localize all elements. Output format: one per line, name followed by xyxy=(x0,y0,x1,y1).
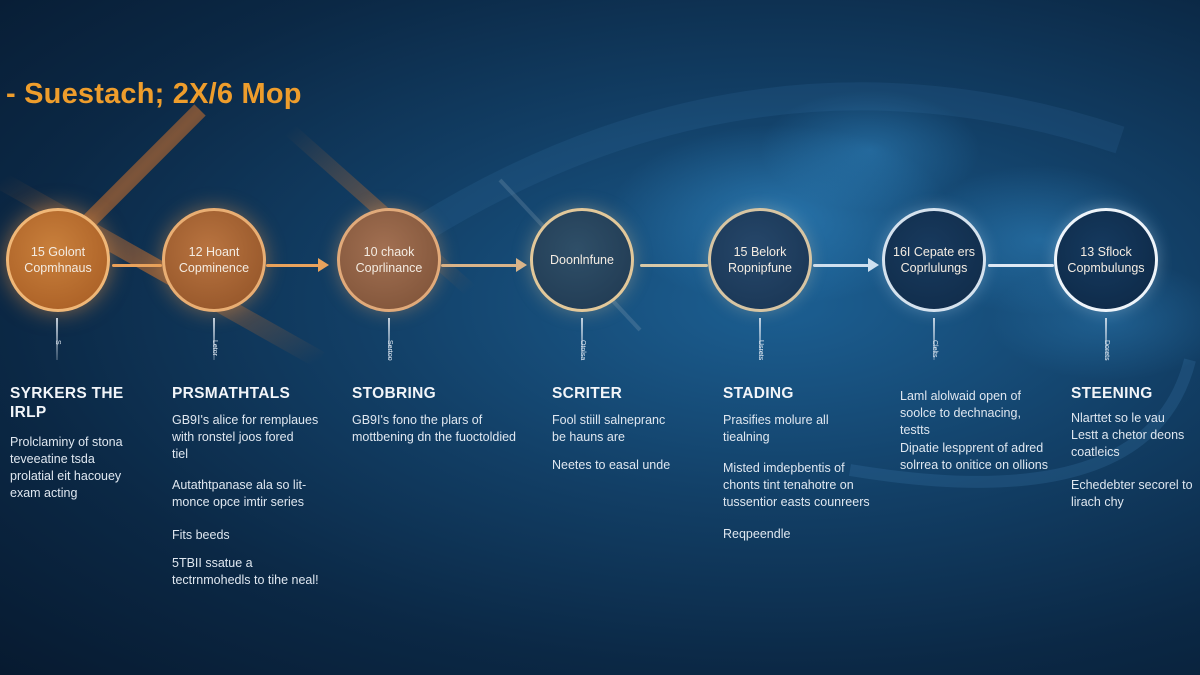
tick-label: S xyxy=(54,340,61,345)
stage-heading: PRSMATHTALS xyxy=(172,385,291,402)
arrow-right-icon xyxy=(516,258,527,272)
node-tick xyxy=(1105,318,1107,360)
node-tick xyxy=(759,318,761,360)
stage-node-7: 13 Sflock Copmbulungs xyxy=(1054,208,1158,312)
blue-glow xyxy=(760,90,980,210)
stage-heading: STADING xyxy=(723,385,794,402)
stage-node-label: 13 Sflock Copmbulungs xyxy=(1067,245,1145,275)
tick-label: Letor xyxy=(211,340,218,356)
node-tick xyxy=(56,318,58,360)
stage-heading: STEENING xyxy=(1071,385,1153,402)
node-tick xyxy=(388,318,390,360)
stage-description: Fool stiill salnepranc be hauns are xyxy=(552,413,666,444)
tick-label: Usrets xyxy=(757,340,764,361)
arrow-right-icon xyxy=(318,258,329,272)
stage-description: Echedebter secorel to lirach chy xyxy=(1071,478,1193,509)
node-tick xyxy=(581,318,583,360)
tick-label: Dorets xyxy=(1103,340,1110,361)
stage-description: Reqpeendle xyxy=(723,527,791,541)
stage-heading: STOBRING xyxy=(352,385,436,402)
stage-description: GB9I's alice for remplaues with ronstel … xyxy=(172,413,319,461)
stage-description: 5TBII ssatue a tectrnmohedls to tihe nea… xyxy=(172,556,319,587)
node-tick xyxy=(213,318,215,360)
stage-description: Misted imdepbentis of chonts tint tenaho… xyxy=(723,461,870,509)
stage-node-5: 15 Belork Ropnipfune xyxy=(708,208,812,312)
stage-description: Prolclaminy of stona teveeatine tsda pro… xyxy=(10,435,123,500)
stage-description: GB9I's fono the plars of mottbening dn t… xyxy=(352,413,517,444)
node-tick xyxy=(933,318,935,360)
stage-node-label: 15 Golont Copmhnaus xyxy=(24,245,92,275)
stage-node-label: Doonlnfune xyxy=(550,253,614,267)
page-title: - Suestach; 2X/6 Mop xyxy=(6,78,302,110)
stage-heading: SCRITER xyxy=(552,385,623,402)
stage-node-label: 10 chaok Coprlinance xyxy=(355,245,423,275)
connector-1-2 xyxy=(112,264,162,267)
connector-4-5 xyxy=(640,264,708,267)
connector-3-4 xyxy=(441,264,519,267)
stage-node-6: 16I Cepate ers Coprlulungs xyxy=(882,208,986,312)
stage-node-4: Doonlnfune xyxy=(530,208,634,312)
stage-description: Autathtpanase ala so lit- monce opce imt… xyxy=(172,478,307,509)
stage-node-3: 10 chaok Coprlinance xyxy=(337,208,441,312)
connector-5-6 xyxy=(813,264,875,267)
tick-label: Clelts xyxy=(931,340,938,358)
connector-6-7 xyxy=(988,264,1054,267)
connector-2-3 xyxy=(266,264,322,267)
tick-label: Sertoo xyxy=(386,340,393,361)
stage-node-label: 15 Belork Ropnipfune xyxy=(728,245,792,275)
stage-description: Prasifies molure all tiealning xyxy=(723,413,829,444)
tick-label: Otolsa xyxy=(579,340,586,361)
stage-node-label: 12 Hoant Copminence xyxy=(178,245,250,275)
stage-node-label: 16I Cepate ers Coprlulungs xyxy=(893,245,975,275)
stage-heading: SYRKERS THE IRLP xyxy=(10,385,124,421)
stage-node-1: 15 Golont Copmhnaus xyxy=(6,208,110,312)
stage-description: Neetes to easal unde xyxy=(552,458,671,472)
arrow-right-icon xyxy=(868,258,879,272)
stage-description: Dipatie lespprent of adred solrrea to on… xyxy=(900,441,1048,472)
stage-description: Nlarttet so le vau Lestt a chetor deons … xyxy=(1071,411,1185,459)
stage-description: Fits beeds xyxy=(172,528,230,542)
stage-description: Laml alolwaid open of soolce to dechnaci… xyxy=(900,389,1021,437)
stage-node-2: 12 Hoant Copminence xyxy=(162,208,266,312)
